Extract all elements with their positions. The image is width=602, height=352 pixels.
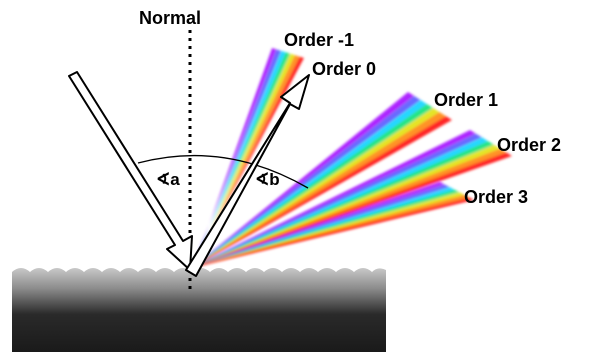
order-2-label: Order 2: [497, 135, 561, 155]
angle-arc: [137, 154, 309, 189]
order-1-band-6: [192, 112, 446, 268]
order-1-band-2: [192, 96, 421, 268]
order-0-label: Order 0: [312, 59, 376, 79]
order-2-band-4: [192, 141, 494, 268]
order-2-band-7: [192, 152, 512, 268]
grating-surface: [12, 268, 386, 352]
order-minus-1-band-4: [192, 52, 291, 269]
order-minus-1-band-1: [192, 48, 277, 268]
order-2-band-5: [192, 144, 500, 268]
order-1-band-5: [192, 108, 440, 268]
order-2-band-3: [192, 137, 488, 268]
order-3-label: Order 3: [464, 187, 528, 207]
order-2-band-2: [192, 133, 482, 268]
order-minus-1-label: Order -1: [284, 30, 354, 50]
order-1-band-7: [192, 116, 452, 268]
diffracted-spectra: [192, 48, 512, 269]
order-2-band-1: [192, 130, 476, 268]
order-1-band-1: [192, 92, 415, 268]
order-3-band-7: [192, 197, 474, 268]
order-minus-1-band-3: [192, 50, 286, 268]
reflected-beam-arrow: [185, 74, 310, 277]
normal-label: Normal: [139, 8, 201, 28]
angle-a-label: ∢a: [156, 170, 180, 189]
incident-beam-arrow: [68, 71, 193, 271]
order-1-label: Order 1: [434, 90, 498, 110]
angle-b-label: ∢b: [255, 170, 280, 189]
order-1-band-4: [192, 104, 434, 268]
order-minus-1-band-2: [192, 49, 282, 268]
order-1-band-3: [192, 100, 427, 268]
order-minus-1-band-5: [192, 53, 295, 268]
